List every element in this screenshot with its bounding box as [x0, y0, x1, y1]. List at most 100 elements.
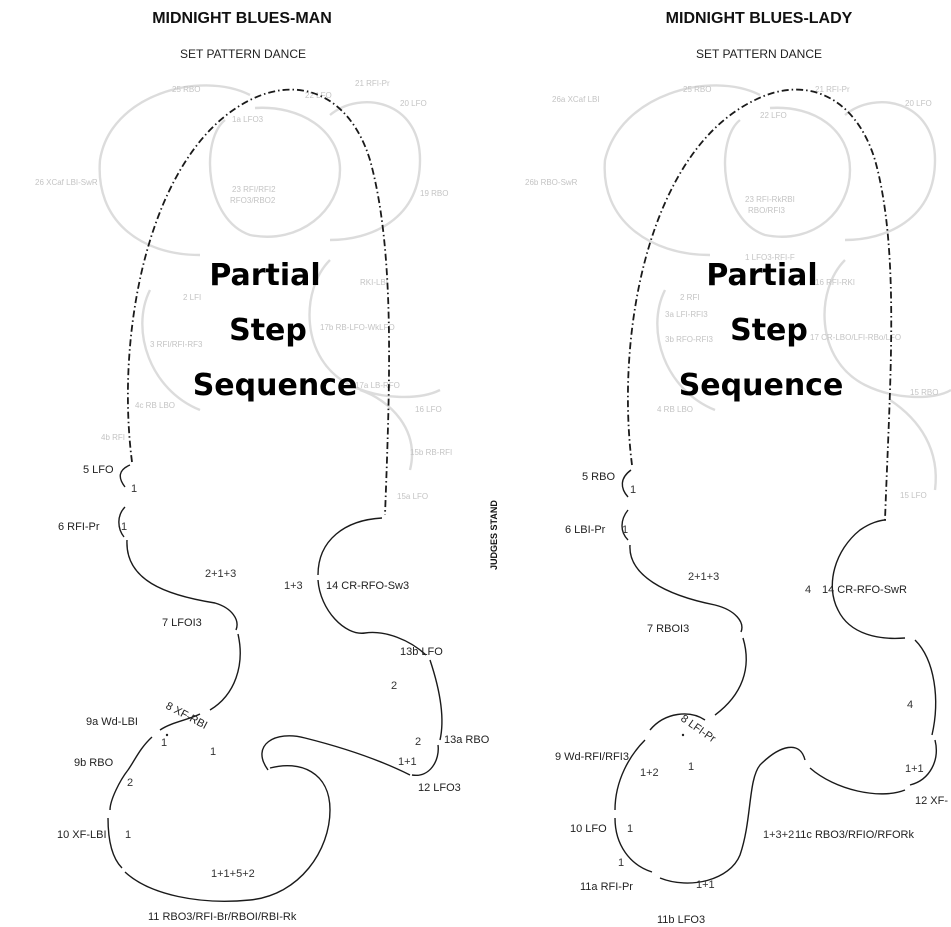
lady-step-5: 5 RBO [582, 471, 615, 483]
svg-text:26a XCaf LBI: 26a XCaf LBI [552, 95, 600, 104]
svg-text:25 RBO: 25 RBO [683, 85, 711, 94]
svg-text:25 RBO: 25 RBO [172, 85, 200, 94]
svg-text:4b RFI: 4b RFI [101, 433, 125, 442]
svg-text:19 RBO: 19 RBO [420, 189, 448, 198]
man-count-13b: 2 [391, 680, 397, 692]
lady-step-11a: 11a RFI-Pr [580, 881, 633, 893]
lady-center-line2: Step [730, 313, 808, 348]
svg-text:21 RFI-Pr: 21 RFI-Pr [355, 79, 390, 88]
svg-text:26 XCaf LBI-SwR: 26 XCaf LBI-SwR [35, 178, 98, 187]
svg-text:3a LFI-RFI3: 3a LFI-RFI3 [665, 310, 708, 319]
lady-title: MIDNIGHT BLUES-LADY [666, 10, 853, 27]
lady-center-line3: Sequence [679, 368, 844, 403]
man-step-9a: 9a Wd-LBI [86, 716, 138, 728]
svg-text:RKI-LBI: RKI-LBI [360, 278, 388, 287]
svg-text:2 RFI: 2 RFI [680, 293, 700, 302]
man-step-13a: 13a RBO [444, 734, 490, 746]
lady-count-10: 1 [627, 823, 633, 835]
man-step-13b: 13b LFO [400, 646, 443, 658]
man-faint-pattern: 25 RBO 26 XCaf LBI-SwR 1a LFO3 22 LFO 21… [35, 79, 452, 501]
lady-count-11b: 1+1 [696, 879, 715, 891]
man-count-6: 1 [121, 521, 127, 533]
lady-step-sequence-arc [627, 88, 893, 521]
svg-text:3b RFO-RFI3: 3b RFO-RFI3 [665, 335, 714, 344]
judges-stand-label: JUDGES STAND [489, 500, 499, 570]
man-step-8: 8 XF-RBI [164, 700, 210, 732]
man-pattern-path [107, 464, 443, 902]
lady-step-11b: 11b LFO3 [657, 914, 705, 926]
man-step-12: 12 LFO3 [418, 782, 461, 794]
svg-text:RFO3/RBO2: RFO3/RBO2 [230, 196, 276, 205]
man-count-12: 1+1 [398, 756, 417, 768]
lady-count-6: 1 [622, 524, 628, 536]
svg-text:2 LFI: 2 LFI [183, 293, 201, 302]
svg-text:17a LB-RFO: 17a LB-RFO [355, 381, 400, 390]
lady-count-7: 2+1+3 [688, 571, 719, 583]
lady-center-line1: Partial [706, 258, 817, 293]
svg-text:26b RBO-SwR: 26b RBO-SwR [525, 178, 578, 187]
man-subtitle: SET PATTERN DANCE [180, 47, 306, 61]
svg-text:23 RFI/RFI2: 23 RFI/RFI2 [232, 185, 276, 194]
man-step-7: 7 LFOI3 [162, 617, 202, 629]
lady-pattern-path [614, 469, 937, 884]
svg-text:22 LFO: 22 LFO [305, 91, 332, 100]
svg-text:15 LFO: 15 LFO [900, 491, 927, 500]
man-count-8: 1 [210, 746, 216, 758]
lady-step-6: 6 LBI-Pr [565, 524, 606, 536]
man-center-line1: Partial [209, 258, 320, 293]
man-count-9a: 1 [161, 737, 167, 749]
svg-text:22 LFO: 22 LFO [760, 111, 787, 120]
lady-step-7: 7 RBOI3 [647, 623, 689, 635]
man-count-5: 1 [131, 483, 137, 495]
lady-step-11c: 11c RBO3/RFIO/RFORk [795, 829, 914, 841]
svg-text:4c RB LBO: 4c RB LBO [135, 401, 175, 410]
lady-diagram: MIDNIGHT BLUES-LADY SET PATTERN DANCE 26… [525, 10, 951, 926]
lady-step-14: 14 CR-RFO-SwR [822, 584, 907, 596]
svg-text:17 CR-LBO/LFI-RBo/LFO: 17 CR-LBO/LFI-RBo/LFO [810, 333, 901, 342]
svg-text:16 LFO: 16 LFO [415, 405, 442, 414]
man-center-line3: Sequence [193, 368, 358, 403]
svg-text:3 RFI/RFI-RF3: 3 RFI/RFI-RF3 [150, 340, 203, 349]
lady-step-8: 8 LFI-Pr [678, 713, 718, 746]
lady-step-10: 10 LFO [570, 823, 607, 835]
lady-step-9: 9 Wd-RFI/RFI3 [555, 751, 629, 763]
man-title: MIDNIGHT BLUES-MAN [152, 10, 332, 27]
lady-count-8: 1 [688, 761, 694, 773]
man-count-9b: 2 [127, 777, 133, 789]
svg-text:23 RFI-RkRBI: 23 RFI-RkRBI [745, 195, 795, 204]
svg-text:15b RB-RFI: 15b RB-RFI [410, 448, 452, 457]
svg-text:1 LFO3-RFI-F: 1 LFO3-RFI-F [745, 253, 795, 262]
man-step-11: 11 RBO3/RFI-Br/RBOI/RBI-Rk [148, 911, 297, 923]
lady-count-14: 4 [805, 584, 811, 596]
lady-count-12b: 4 [907, 699, 913, 711]
man-step-14: 14 CR-RFO-Sw3 [326, 580, 409, 592]
lady-count-11c: 1+3+2 [763, 829, 794, 841]
svg-text:16 RFI-RKI: 16 RFI-RKI [815, 278, 855, 287]
man-count-14: 1+3 [284, 580, 303, 592]
man-count-11: 1+1+5+2 [211, 868, 255, 880]
svg-text:20 LFO: 20 LFO [905, 99, 932, 108]
svg-text:15a LFO: 15a LFO [397, 492, 428, 501]
svg-text:15 RBO: 15 RBO [910, 388, 938, 397]
lady-count-9: 1+2 [640, 767, 659, 779]
lady-count-12: 1+1 [905, 763, 924, 775]
lady-count-5: 1 [630, 484, 636, 496]
man-diagram: MIDNIGHT BLUES-MAN SET PATTERN DANCE 25 … [35, 10, 490, 923]
svg-text:RBO/RFI3: RBO/RFI3 [748, 206, 785, 215]
man-step-9b: 9b RBO [74, 757, 114, 769]
man-step-5: 5 LFO [83, 464, 114, 476]
man-count-10: 1 [125, 829, 131, 841]
lady-step-12: 12 XF- [915, 795, 948, 807]
lady-subtitle: SET PATTERN DANCE [696, 47, 822, 61]
svg-text:4 RB LBO: 4 RB LBO [657, 405, 693, 414]
man-step-6: 6 RFI-Pr [58, 521, 100, 533]
svg-text:1a LFO3: 1a LFO3 [232, 115, 264, 124]
man-step-sequence-arc [127, 88, 390, 516]
lady-count-11a: 1 [618, 857, 624, 869]
svg-text:21 RFI-Pr: 21 RFI-Pr [815, 85, 850, 94]
man-step-10: 10 XF-LBI [57, 829, 107, 841]
lady-faint-pattern: 26a XCaf LBI 25 RBO 26b RBO-SwR 22 LFO 2… [525, 84, 951, 500]
man-center-line2: Step [229, 313, 307, 348]
man-count-13a: 2 [415, 736, 421, 748]
